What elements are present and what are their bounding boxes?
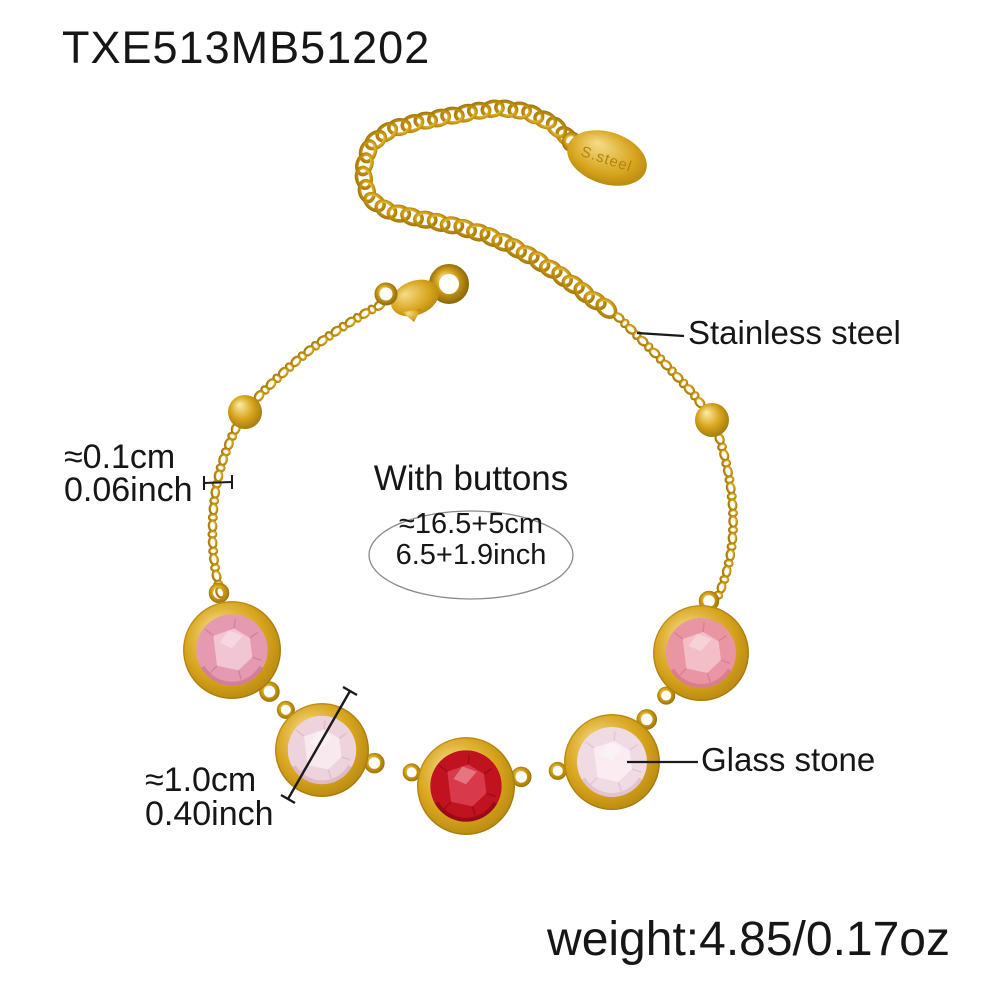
stone-diameter-label: ≈1.0cm 0.40inch [145,761,274,833]
with-buttons-label: With buttons [373,459,569,498]
bracelet-render [183,99,749,835]
annotation-lines [203,331,698,805]
stone-diameter-inch: 0.40inch [145,794,274,833]
chain-width-measure-mark [203,475,233,490]
salmon-glass-stone [653,605,749,701]
blush-glass-stone [275,703,369,797]
gold-bead [695,403,729,437]
stone-diameter-cm: ≈1.0cm [145,761,257,799]
pink-glass-stone [183,601,281,699]
steel-tag: S.steel [561,130,647,186]
weight-label: weight:4.85/0.17oz [547,913,950,966]
length-label: ≈16.5+5cm 6.5+1.9inch [361,508,581,572]
chain-width-cm: ≈0.1cm [64,438,176,476]
length-callout-ellipse [368,510,574,600]
lobster-clasp [374,264,469,322]
red-glass-stone [417,737,515,835]
stainless-steel-label: Stainless steel [688,314,901,351]
length-inch: 6.5+1.9inch [395,539,547,572]
stone-diameter-measure-mark [280,685,358,805]
length-cm: ≈16.5+5cm [398,508,544,540]
chain-width-label: ≈0.1cm 0.06inch [64,438,193,509]
product-code: TXE513MB51202 [62,22,431,73]
stainless-leader-line [636,331,685,338]
glass-stone-label: Glass stone [701,741,876,778]
blush-glass-stone [564,714,660,810]
gold-bead [228,395,262,429]
chain-width-inch: 0.06inch [64,470,193,509]
